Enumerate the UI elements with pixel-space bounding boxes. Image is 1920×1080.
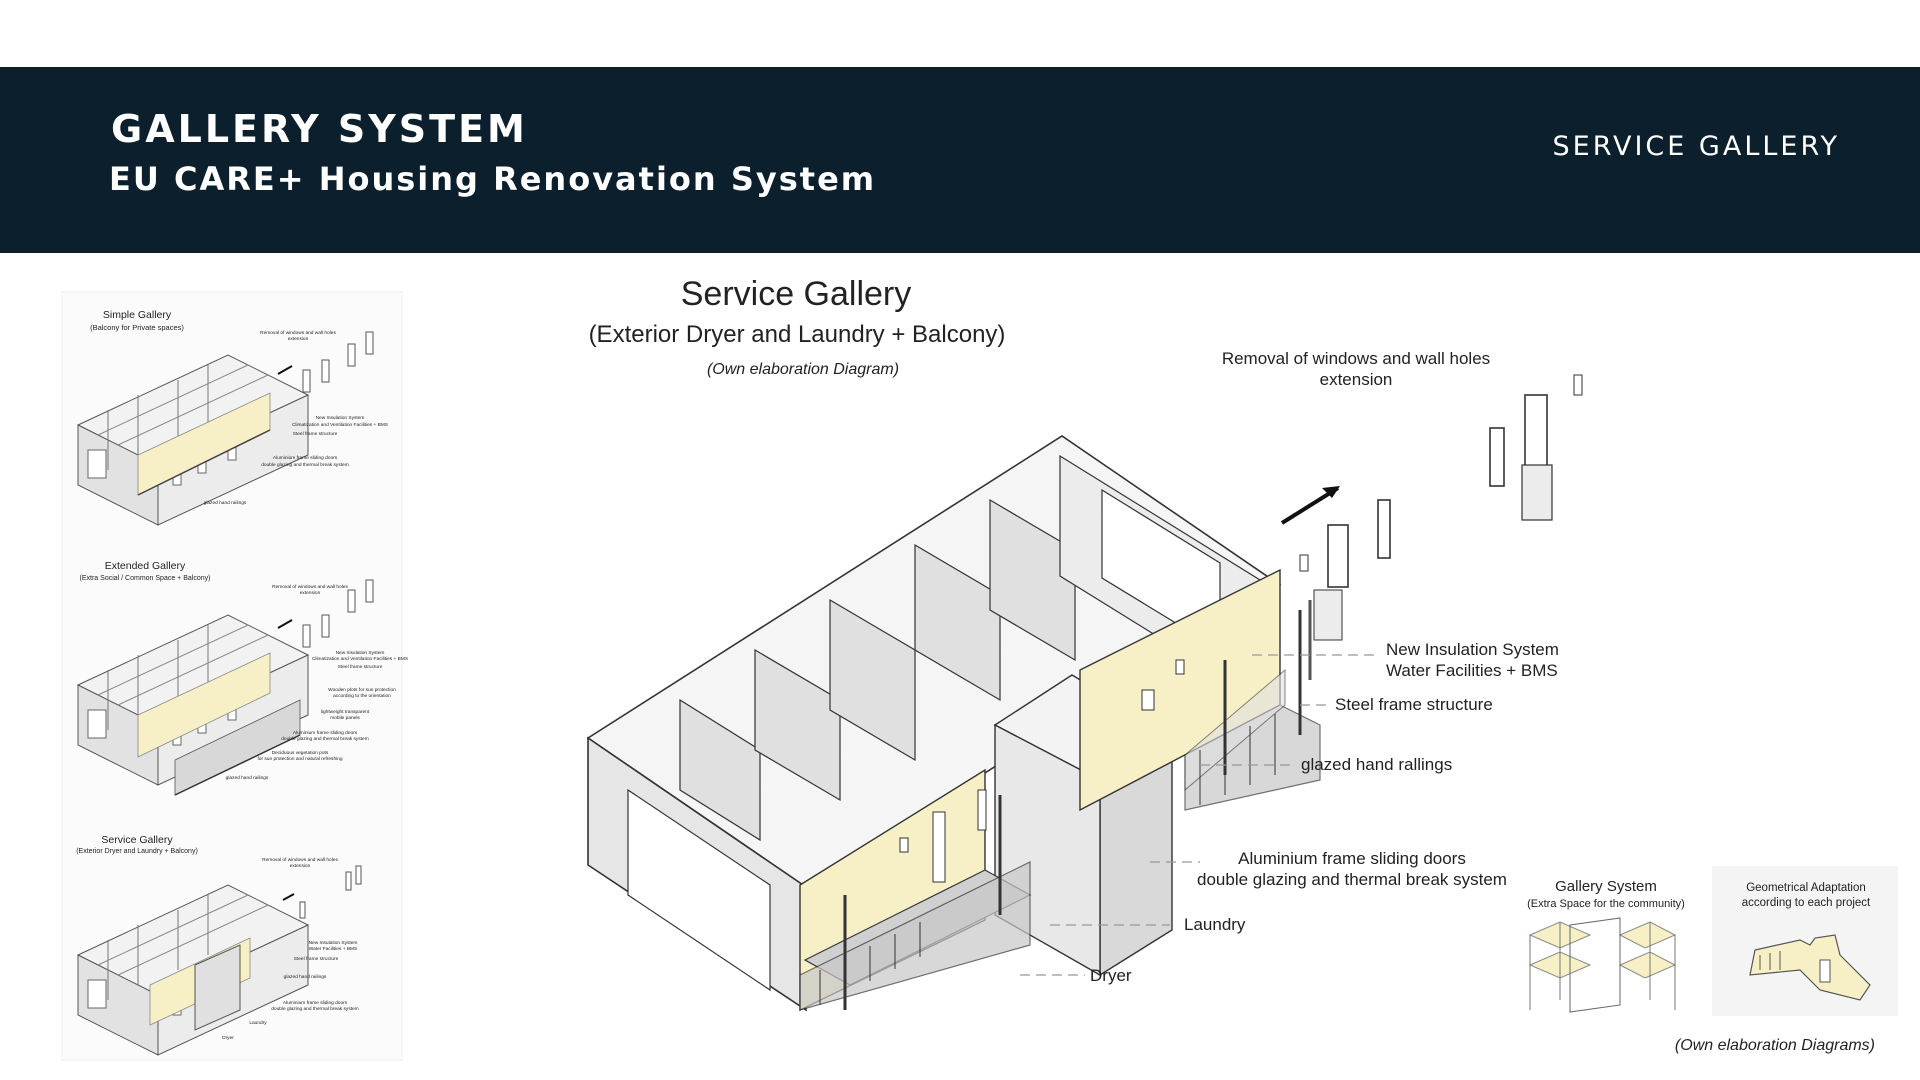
main-subtitle: (Exterior Dryer and Laundry + Balcony) (589, 321, 1006, 348)
insulation-label: New Insulation System (1386, 640, 1559, 659)
thumb-2-label: Wooden plots for sun protection (328, 687, 396, 693)
thumb-2-label: for sun protection and natural refreshin… (257, 756, 342, 762)
geometric-adaptation-inset: Geometrical Adaptation according to each… (1712, 866, 1898, 1016)
thumb-3-subtitle: (Exterior Dryer and Laundry + Balcony) (76, 848, 198, 855)
removal-label-2: extension (1320, 370, 1393, 389)
thumb-2-label: extension (300, 590, 321, 596)
inset-gallery-subtitle: (Extra Space for the community) (1527, 898, 1685, 910)
thumb-1-label: Removal of windows and wall holes (260, 330, 336, 336)
thumb-3-label: Laundry (249, 1020, 267, 1026)
dryer-label: Dryer (1090, 966, 1132, 985)
thumb-simple-gallery: Simple Gallery (Balcony for Private spac… (77, 309, 388, 526)
thumb-1-label: Aluminium frame sliding doors (273, 455, 338, 461)
inset-adapt-title: Geometrical Adaptation (1746, 882, 1866, 894)
thumb-2-label: glazed hand railings (226, 775, 269, 781)
thumb-2-label: Steel frame structure (338, 664, 383, 670)
header-banner: GALLERY SYSTEM EU CARE+ Housing Renovati… (0, 67, 1920, 253)
thumb-3-label: Removal of windows and wall holes (262, 857, 338, 863)
thumb-2-label: lightweight transparent (321, 709, 370, 715)
main-title: Service Gallery (681, 275, 912, 313)
thumb-2-label: Removal of windows and wall holes (272, 584, 348, 590)
doors-label: Aluminium frame sliding doors (1238, 849, 1466, 868)
thumb-2-title: Extended Gallery (105, 560, 186, 572)
thumb-2-label: Deciduous vegetation pots (272, 750, 329, 756)
page-subtitle: EU CARE+ Housing Renovation System (109, 160, 877, 198)
main-diagram: Service Gallery (Exterior Dryer and Laun… (586, 275, 1583, 1012)
main-credit: (Own elaboration Diagram) (707, 361, 899, 378)
thumb-3-label: extension (290, 863, 311, 869)
railing-label: glazed hand rallings (1301, 755, 1452, 774)
thumb-extended-gallery: Extended Gallery (Extra Social / Common … (77, 560, 408, 796)
thumb-3-label: New Insulation System (309, 940, 358, 946)
thumb-2-label: according to the orientation (333, 693, 391, 699)
thumb-3-label: Water Facilities + BMS (309, 946, 357, 952)
thumb-2-label: Aluminium frame sliding doors (293, 730, 358, 736)
inset-adapt-subtitle: according to each project (1742, 897, 1871, 909)
insets-credit: (Own elaboration Diagrams) (1675, 1037, 1875, 1054)
thumb-3-label: Steel frame structure (294, 956, 339, 962)
steel-label: Steel frame structure (1335, 695, 1493, 714)
thumb-3-label: Aluminium frame sliding doors (283, 1000, 348, 1006)
inset-gallery-title: Gallery System (1555, 878, 1657, 895)
thumb-3-title: Service Gallery (101, 834, 173, 846)
gallery-system-inset: Gallery System (Extra Space for the comm… (1510, 868, 1710, 1018)
page-title: GALLERY SYSTEM (111, 107, 528, 151)
thumb-2-label: New Insulation System (336, 650, 385, 656)
thumb-1-label: extension (288, 336, 309, 342)
thumb-1-title: Simple Gallery (103, 309, 172, 321)
thumb-3-label: glazed hand railings (284, 974, 327, 980)
doors-label-2: double glazing and thermal break system (1197, 870, 1507, 889)
thumb-2-label: mobile panels (330, 715, 360, 721)
insulation-label-2: Water Facilities + BMS (1386, 661, 1558, 680)
laundry-label: Laundry (1184, 915, 1246, 934)
thumb-2-label: double glazing and thermal break system (281, 736, 368, 742)
section-label: SERVICE GALLERY (1552, 131, 1840, 162)
thumb-service-gallery: Service Gallery (Exterior Dryer and Laun… (76, 834, 362, 1056)
thumbnail-panel: Simple Gallery (Balcony for Private spac… (61, 291, 408, 1061)
thumb-1-label: glazed hand railings (204, 500, 247, 506)
thumb-3-label: double glazing and thermal break system (271, 1006, 358, 1012)
thumb-1-label: New Insulation System (316, 415, 365, 421)
thumb-2-label: Climatization and Ventilation Facilities… (312, 656, 408, 662)
thumb-1-label: Steel frame structure (293, 431, 338, 437)
thumb-2-subtitle: (Extra Social / Common Space + Balcony) (80, 575, 211, 582)
thumb-1-label: double glazing and thermal break system (261, 462, 348, 468)
removal-label: Removal of windows and wall holes (1222, 349, 1490, 368)
thumb-1-label: Climatization and Ventilation Facilities… (292, 422, 388, 428)
thumb-1-subtitle: (Balcony for Private spaces) (90, 323, 184, 332)
thumb-3-label: Dryer (222, 1035, 234, 1041)
